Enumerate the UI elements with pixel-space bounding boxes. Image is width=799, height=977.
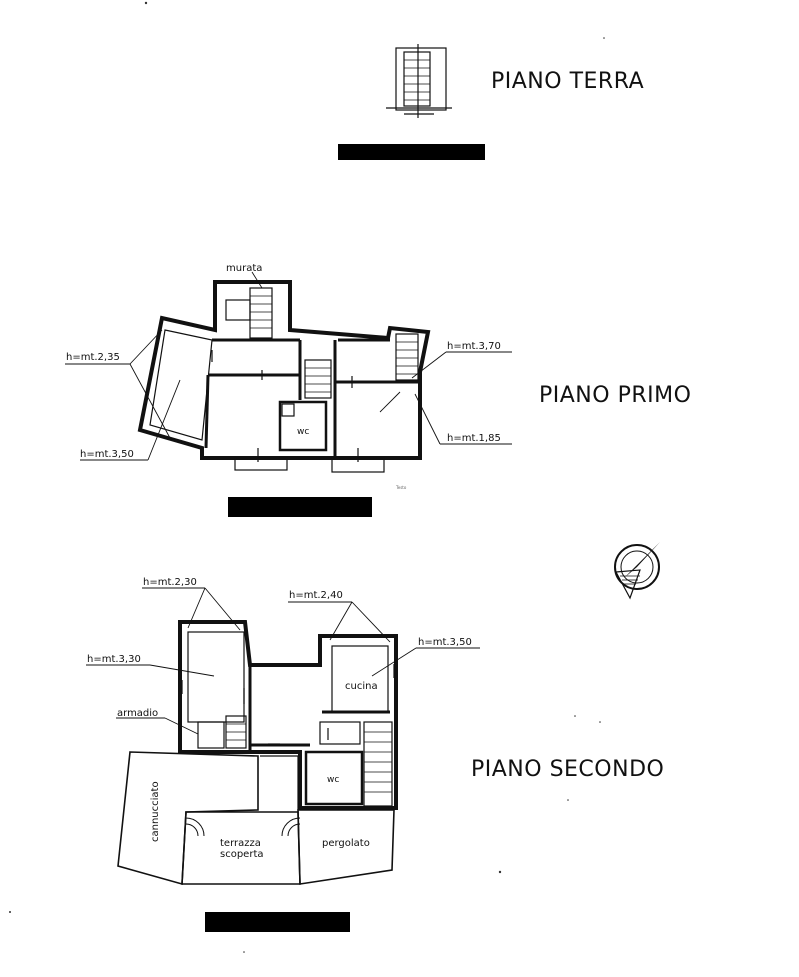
- label-height-right-top: h=mt.3,70: [447, 341, 501, 352]
- label-terrazza: terrazza: [220, 838, 261, 849]
- first-floor-plan: murata h=mt.2,35 h=mt.3,50 h=mt.3,70 h=m…: [65, 263, 512, 490]
- label-height-mid-left: h=mt.3,30: [87, 654, 141, 665]
- title-piano-primo: PIANO PRIMO: [539, 383, 692, 408]
- label-wc-first-floor: wc: [297, 427, 309, 437]
- label-height-left-bottom: h=mt.3,50: [80, 449, 134, 460]
- redaction-bar-primo: [228, 497, 372, 517]
- ground-floor-stair-detail: [386, 44, 452, 118]
- label-height-top-right: h=mt.2,40: [289, 590, 343, 601]
- label-armadio: armadio: [117, 708, 158, 719]
- title-piano-secondo: PIANO SECONDO: [471, 757, 665, 782]
- label-height-right-bottom: h=mt.1,85: [447, 433, 501, 444]
- title-piano-terra: PIANO TERRA: [491, 69, 645, 94]
- label-height-right: h=mt.3,50: [418, 637, 472, 648]
- redaction-bar-terra: [338, 144, 485, 160]
- label-pergolato: pergolato: [322, 838, 370, 849]
- label-cucina: cucina: [345, 681, 378, 692]
- redaction-bar-secondo: [205, 912, 350, 932]
- label-scoperta: scoperta: [220, 849, 264, 860]
- label-height-left-top: h=mt.2,35: [66, 352, 120, 363]
- scan-specks: [9, 1, 605, 953]
- label-cannucciato: cannucciato: [150, 781, 161, 842]
- label-murata: murata: [226, 263, 262, 274]
- tiny-note: Testo: [395, 485, 407, 490]
- second-floor-plan: h=mt.2,30 h=mt.3,30 armadio h=mt.2,40 h=…: [86, 577, 480, 886]
- label-height-top-left: h=mt.2,30: [143, 577, 197, 588]
- compass-icon: [614, 542, 660, 600]
- ground-stair-steps: [404, 59, 430, 101]
- label-wc-second-floor: wc: [327, 775, 339, 785]
